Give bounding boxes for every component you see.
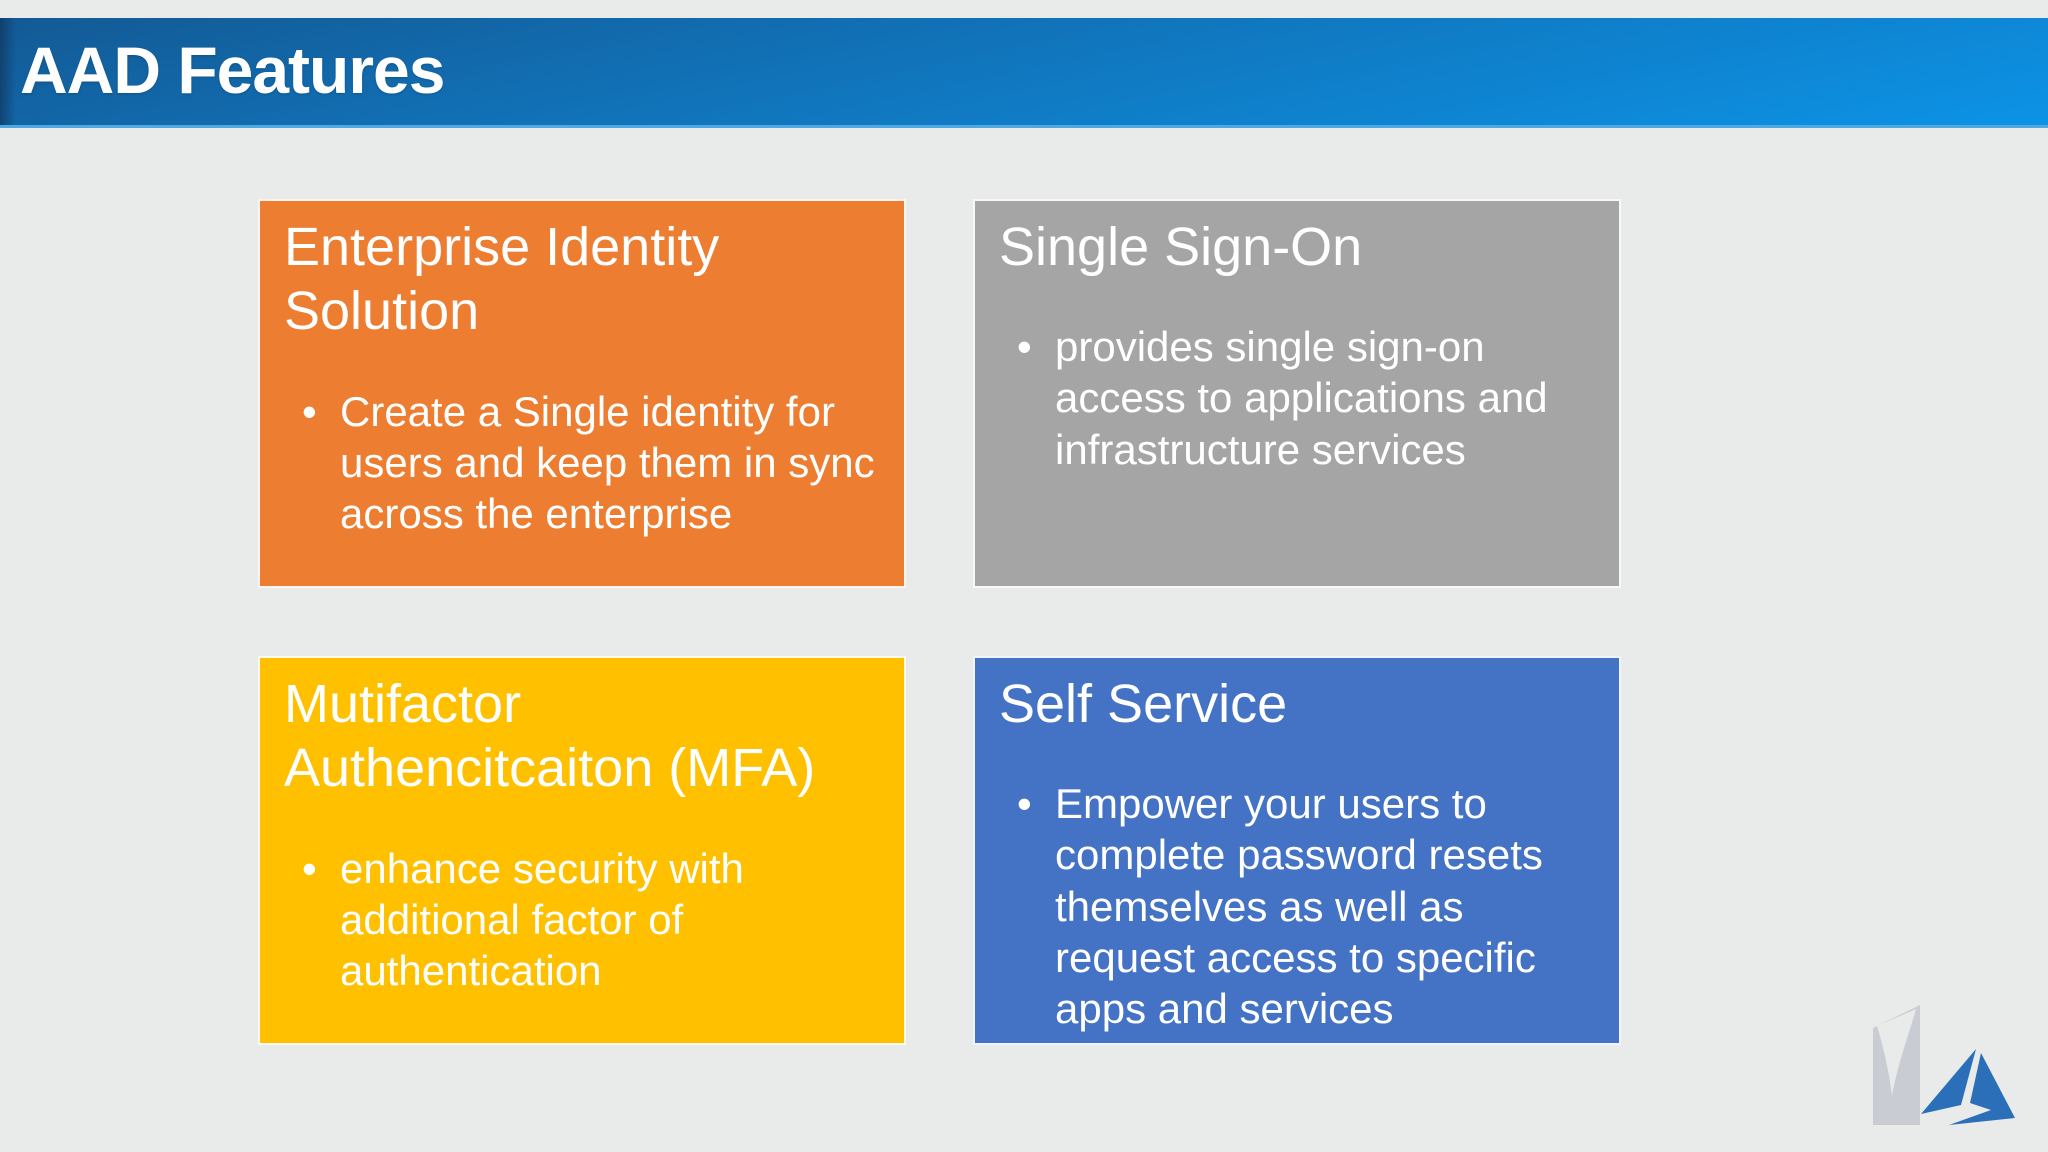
card-title: Single Sign-On [999, 217, 1363, 277]
card-bullet-list: Create a Single identity for users and k… [284, 386, 884, 540]
card-bullet-list: Empower your users to complete password … [999, 778, 1599, 1034]
card-single-sign-on: Single Sign-On provides single sign-on a… [973, 199, 1621, 588]
azure-logo-slab-notch [1877, 1009, 1916, 1096]
card-bullet: enhance security with additional factor … [284, 843, 884, 997]
azure-a-left-wedge [1921, 1049, 1976, 1114]
card-bullet-list: enhance security with additional factor … [284, 843, 884, 997]
card-bullet-list: provides single sign-on access to applic… [999, 321, 1599, 475]
azure-logo [1873, 1005, 2015, 1125]
card-title: Mutifactor Authencitcaiton (MFA) [284, 674, 816, 799]
card-title: Self Service [999, 674, 1288, 734]
card-self-service: Self Service Empower your users to compl… [973, 656, 1621, 1045]
card-enterprise-identity-solution: Enterprise Identity Solution Create a Si… [258, 199, 906, 588]
card-title: Enterprise Identity Solution [284, 217, 720, 342]
card-multifactor-authentication: Mutifactor Authencitcaiton (MFA) enhance… [258, 656, 906, 1045]
azure-a-main-shape [1949, 1053, 2015, 1125]
card-bullet: Empower your users to complete password … [999, 778, 1599, 1034]
card-bullet: provides single sign-on access to applic… [999, 321, 1599, 475]
slide-title: AAD Features [20, 33, 445, 107]
title-bar: AAD Features [0, 18, 2048, 128]
card-bullet: Create a Single identity for users and k… [284, 386, 884, 540]
